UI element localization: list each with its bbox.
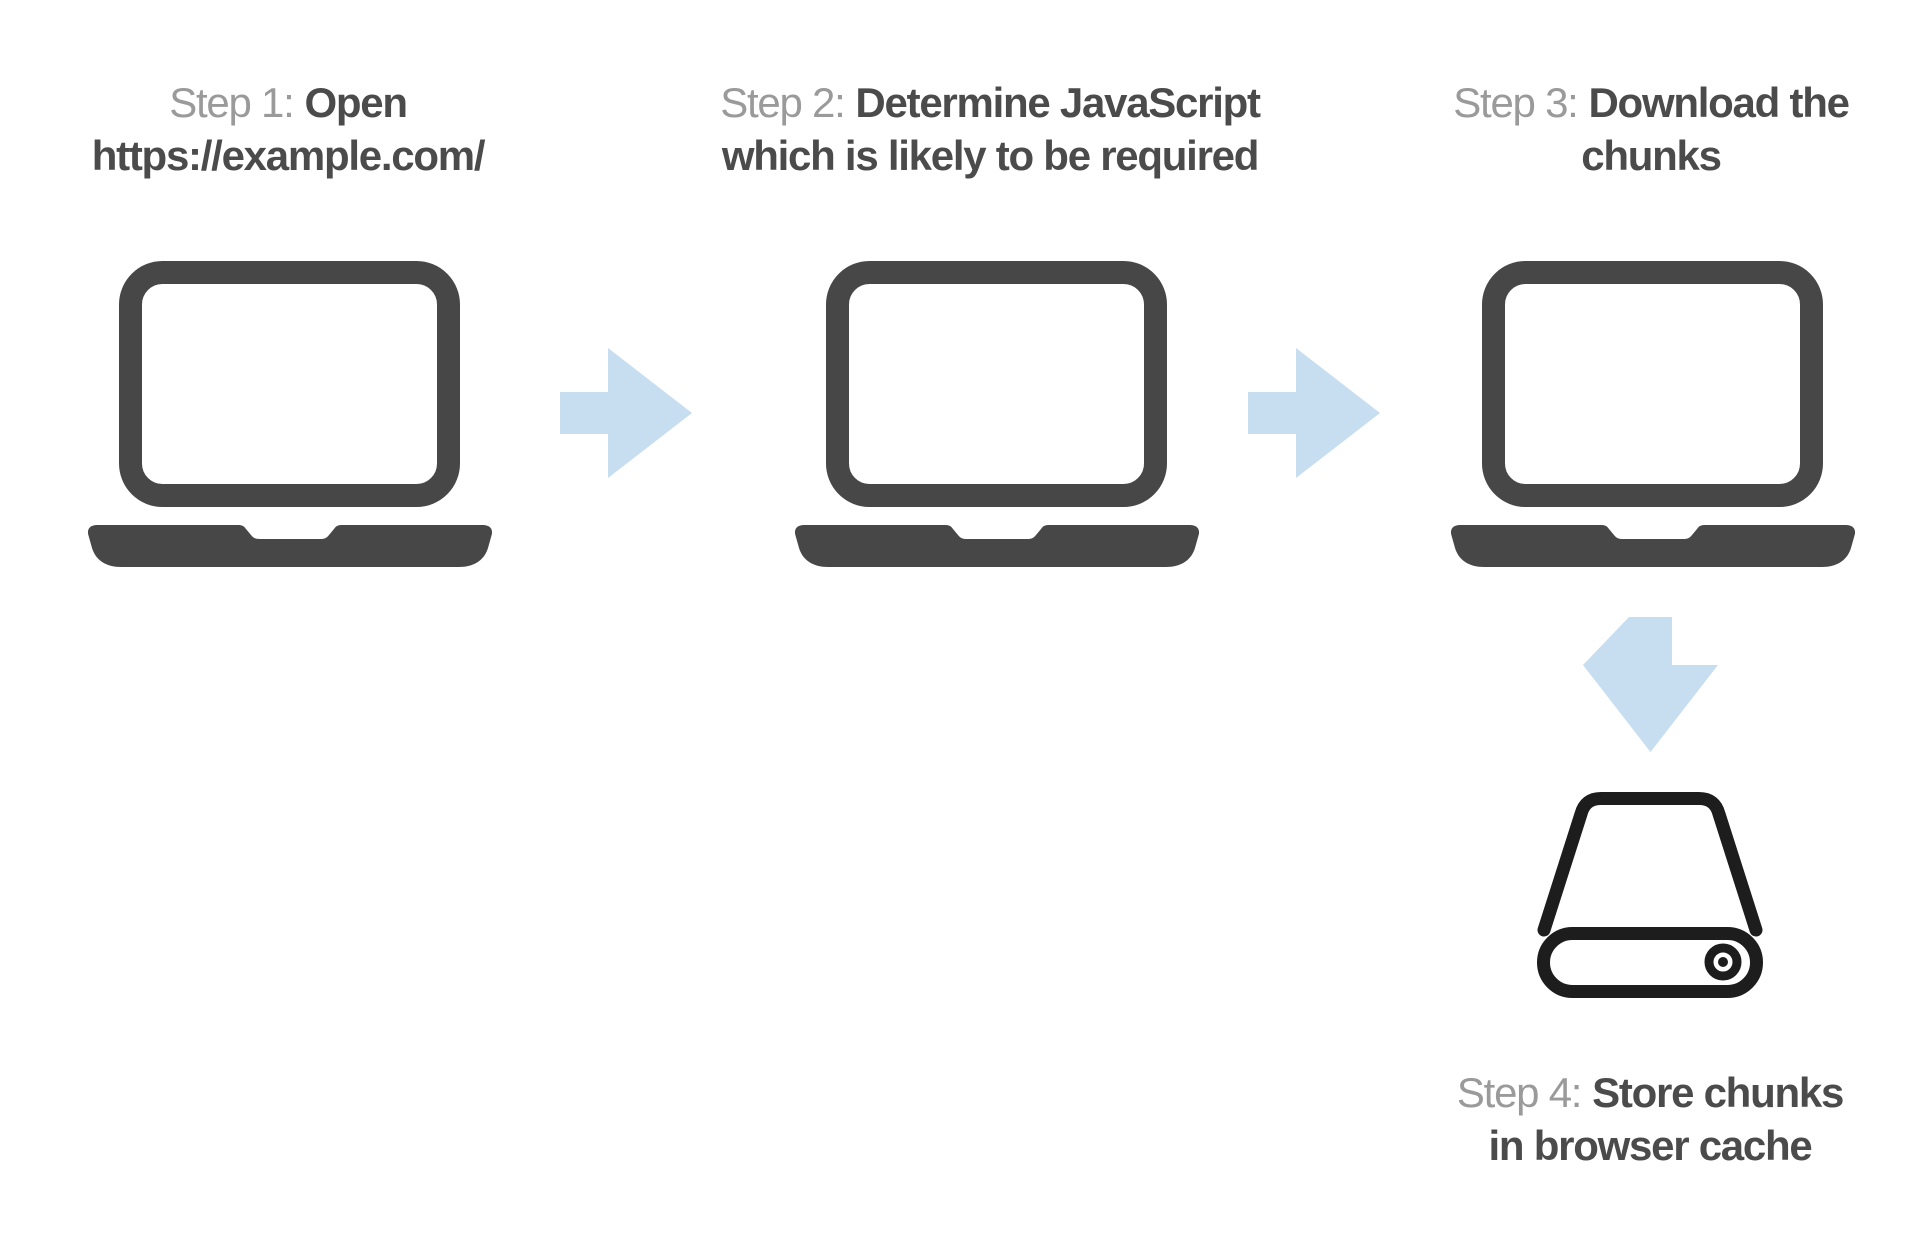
arrow-down-icon bbox=[1583, 617, 1718, 752]
step-4-label: Step 4: bbox=[1456, 1069, 1583, 1116]
step-1-label: Step 1: bbox=[169, 79, 295, 126]
laptop-icon bbox=[795, 261, 1199, 567]
arrow-right-icon bbox=[1248, 348, 1380, 478]
step-2-title-part-1: Determine JavaScript bbox=[855, 79, 1261, 126]
step-1-title-part-1: Open bbox=[304, 79, 408, 126]
step-3-caption-line-1: Step 3:Download the bbox=[1301, 76, 1916, 129]
step-1-title-part-2: https://example.com/ bbox=[91, 132, 486, 179]
step-2-label: Step 2: bbox=[720, 79, 846, 126]
arrow-right-icon bbox=[560, 348, 692, 478]
step-1-caption: Step 1:Open https://example.com/ bbox=[0, 76, 638, 182]
step-2-caption-line-1: Step 2:Determine JavaScript bbox=[640, 76, 1340, 129]
laptop-icon bbox=[1451, 261, 1855, 567]
step-3-caption: Step 3:Download the chunks bbox=[1301, 76, 1916, 182]
step-3-title-part-2: chunks bbox=[1581, 132, 1722, 179]
step-3-label: Step 3: bbox=[1453, 79, 1579, 126]
step-4-caption: Step 4:Store chunks in browser cache bbox=[1300, 1066, 1916, 1172]
hard-drive-icon bbox=[1537, 792, 1763, 998]
step-4-title-part-1: Store chunks bbox=[1592, 1069, 1844, 1116]
laptop-icon bbox=[88, 261, 492, 567]
step-1-caption-line-1: Step 1:Open bbox=[0, 76, 638, 129]
step-4-title-part-2: in browser cache bbox=[1488, 1122, 1813, 1169]
step-2-title-part-2: which is likely to be required bbox=[721, 132, 1260, 179]
step-3-title-part-1: Download the bbox=[1588, 79, 1849, 126]
step-4-caption-line-1: Step 4:Store chunks bbox=[1300, 1066, 1916, 1119]
step-2-caption: Step 2:Determine JavaScript which is lik… bbox=[640, 76, 1340, 182]
